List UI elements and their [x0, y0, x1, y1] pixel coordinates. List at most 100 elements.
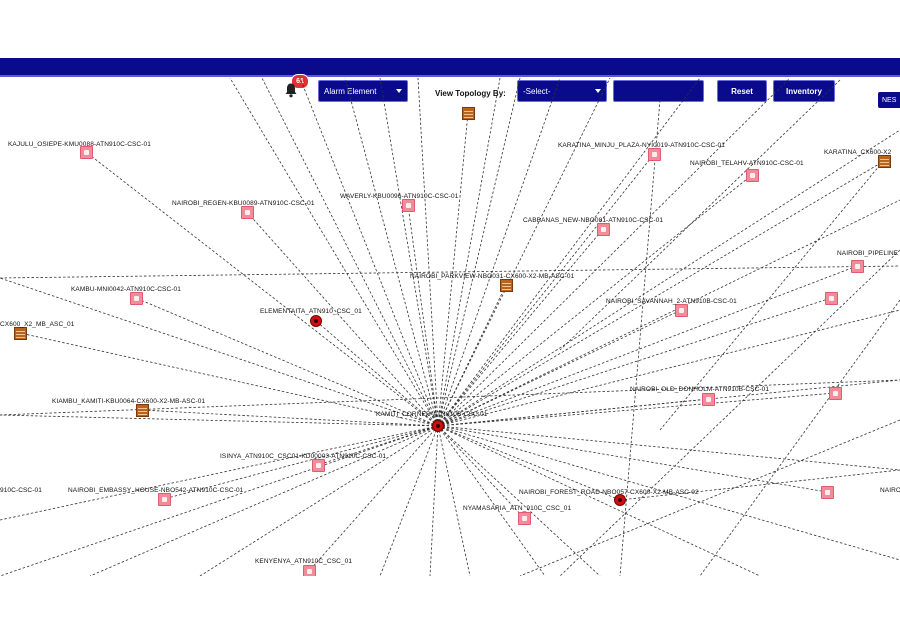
topology-link — [437, 425, 900, 561]
topology-link — [344, 78, 439, 427]
network-element-icon[interactable] — [675, 304, 688, 317]
node-label: CABBANAS_NEW-NBO081-ATN910C-CSC-01 — [523, 217, 664, 224]
topology-link — [199, 425, 439, 576]
node-label: NAIROBI_SAVANNAH_2-ATN910B-CSC-01 — [606, 298, 737, 305]
topology-link — [437, 425, 828, 493]
alarm-node-icon[interactable] — [614, 494, 626, 506]
topology-link — [437, 228, 604, 427]
node-label: KAMITI_CORNER-ATN910B-CSC-01 — [376, 411, 488, 418]
topology-link — [437, 78, 501, 427]
node-label: KENYENYA_ATN910C_CSC_01 — [255, 558, 353, 565]
topology-link — [135, 297, 439, 427]
node-label: NYAMASARIA_ATN_910C_CSC_01 — [463, 505, 572, 512]
router-node-icon[interactable] — [500, 279, 513, 292]
network-element-icon[interactable] — [851, 260, 864, 273]
topology-link — [437, 392, 836, 427]
topology-link — [437, 78, 701, 427]
topology-link — [229, 78, 439, 427]
ne-chip[interactable]: NES — [878, 92, 900, 108]
chevron-down-icon — [396, 89, 402, 93]
topology-link — [0, 277, 439, 427]
topology-link — [437, 425, 525, 519]
topology-link — [0, 414, 439, 427]
network-element-icon[interactable] — [241, 206, 254, 219]
network-element-icon[interactable] — [821, 486, 834, 499]
router-node-icon[interactable] — [136, 404, 149, 417]
network-element-icon[interactable] — [80, 146, 93, 159]
topology-link — [519, 419, 900, 576]
topology-link — [261, 78, 439, 427]
network-element-icon[interactable] — [648, 148, 661, 161]
alarm-count-badge[interactable]: 61 — [291, 74, 309, 89]
node-label: NAIROBI_PIPELINE — [837, 250, 899, 257]
topology-link — [619, 99, 661, 576]
node-label: ELEMENTAITA_ATN910_CSC_01 — [260, 308, 362, 315]
inventory-button[interactable]: Inventory — [773, 80, 835, 102]
view-topology-select[interactable]: -Select- — [517, 80, 607, 102]
node-label: CX600_X2_MB_ASC_01 — [0, 321, 75, 328]
node-label: NAIROBI_FOREST_ROAD-NBO057-CX600-X2-MB-A… — [519, 489, 699, 496]
topology-link — [299, 78, 439, 427]
topology-link — [437, 265, 858, 427]
topology-link — [437, 425, 471, 576]
topology-link — [619, 469, 900, 501]
topology-link — [437, 160, 885, 427]
router-node-icon[interactable] — [878, 155, 891, 168]
view-topology-select-value: -Select- — [523, 86, 551, 96]
topology-link — [437, 78, 791, 427]
topology-link — [437, 425, 621, 501]
topology-link — [437, 78, 561, 427]
topology-link — [0, 379, 900, 416]
network-element-icon[interactable] — [825, 292, 838, 305]
topology-link — [437, 129, 900, 427]
topology-link — [659, 164, 881, 431]
node-label: NAIROBI_TELAHV-ATN910C-CSC-01 — [690, 160, 804, 167]
node-label: KAMBU-MNI0042-ATN910C-CSC-01 — [71, 286, 181, 293]
topology-link — [89, 425, 439, 576]
alarm-element-dropdown[interactable]: Alarm Element — [318, 80, 408, 102]
topology-link — [437, 78, 611, 427]
network-element-icon[interactable] — [518, 512, 531, 525]
network-element-icon[interactable] — [130, 292, 143, 305]
network-element-icon[interactable] — [402, 199, 415, 212]
topology-link — [308, 425, 439, 572]
network-element-icon[interactable] — [597, 223, 610, 236]
network-element-icon[interactable] — [158, 493, 171, 506]
topology-link — [437, 78, 521, 427]
topology-link — [437, 199, 900, 427]
topology-links — [0, 78, 900, 576]
network-element-icon[interactable] — [312, 459, 325, 472]
topology-link — [0, 425, 439, 576]
router-node-icon[interactable] — [462, 107, 475, 120]
topology-link — [437, 297, 832, 427]
network-element-icon[interactable] — [829, 387, 842, 400]
node-label: KARATINA_CX600-X2 — [824, 149, 892, 156]
network-element-icon[interactable] — [303, 565, 316, 576]
node-label: WAVERLY-KBU0096-ATN910C-CSC-01 — [340, 193, 459, 200]
topology-link — [437, 112, 469, 427]
hub-node-alarm-icon[interactable] — [432, 420, 444, 432]
topology-link — [699, 299, 900, 576]
router-node-icon[interactable] — [14, 327, 27, 340]
reset-button[interactable]: Reset — [717, 80, 767, 102]
node-label: NAIROBI_PARKVIEW-NBO031-CX600-X2-MB-ASC-… — [410, 273, 575, 280]
search-input[interactable] — [613, 80, 704, 102]
topology-link — [437, 425, 546, 576]
topology-link — [317, 425, 439, 466]
topology-link — [0, 425, 439, 521]
network-element-icon[interactable] — [702, 393, 715, 406]
alarm-node-icon[interactable] — [310, 315, 322, 327]
network-element-icon[interactable] — [746, 169, 759, 182]
topology-link — [437, 425, 601, 576]
bell-icon[interactable] — [283, 82, 299, 98]
view-topology-label: View Topology By: — [435, 89, 506, 98]
alarm-element-value: Alarm Element — [324, 86, 377, 96]
topology-link — [246, 211, 439, 427]
topology-link — [85, 151, 439, 427]
topology-link — [437, 379, 900, 427]
node-label: NAIROBI_OLD_DONHOLM-ATN910B-CSC-01 — [630, 386, 770, 393]
topology-link — [437, 284, 507, 427]
topology-link — [379, 425, 439, 576]
node-label: ISINYA_ATN910C_CSC01-KD00003-ATN910C-CSC… — [220, 453, 387, 460]
